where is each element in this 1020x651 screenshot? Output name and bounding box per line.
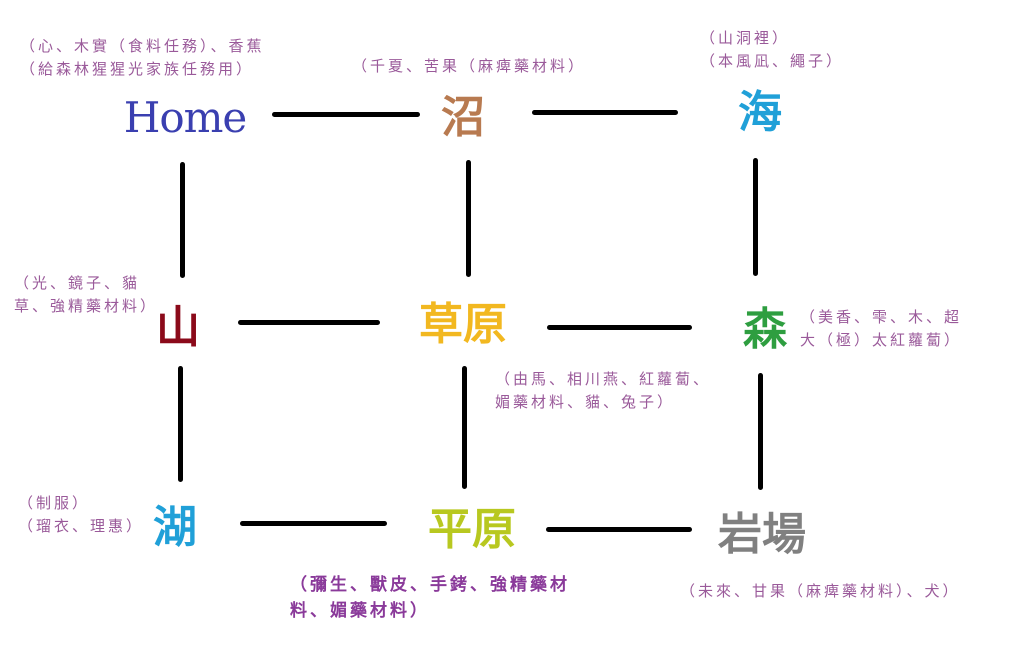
edge-grassland-forest [547,325,692,330]
edge-sea-forest [753,158,758,276]
note-forest: （美香、雫、木、超大（極）太紅蘿蔔） [800,308,963,349]
note-swamp: （千夏、苦果（麻痺藥材料） [352,57,587,75]
node-swamp: 沼 [441,92,485,143]
node-grassland: 草原 [419,299,507,350]
edge-home-mountain [180,162,185,278]
edge-grassland-plain [462,366,467,489]
edge-mountain-grassland [238,320,380,325]
note-plain: （彌生、獸皮、手銬、強精藥材料、媚藥材料） [290,575,570,621]
node-rocks: 岩場 [718,509,806,560]
node-plain: 平原 [428,504,516,555]
note-mountain: （光、鏡子、貓草、強精藥材料） [14,274,159,315]
note-grassland: （由馬、相川燕、紅蘿蔔、媚藥材料、貓、兔子） [495,370,712,411]
node-mountain: 山 [156,302,200,353]
edge-lake-plain [240,521,387,526]
note-home: （心、木實（食料任務）、香蕉（給森林猩猩光家族任務用） [20,37,265,78]
node-forest: 森 [743,304,787,355]
note-lake: （制服）（瑠衣、理惠） [18,494,145,535]
edge-swamp-sea [532,110,678,115]
edge-plain-rocks [546,527,692,532]
node-sea: 海 [738,87,782,138]
node-home: Home [123,93,248,142]
edge-swamp-grassland [466,160,471,277]
note-rocks: （未來、甘果（麻痺藥材料）、犬） [680,582,961,600]
edge-home-swamp [272,112,420,117]
note-sea: （山洞裡）（本風凪、繩子） [700,29,845,70]
edge-mountain-lake [178,366,183,482]
edge-forest-rocks [758,373,763,490]
node-lake: 湖 [153,502,197,553]
